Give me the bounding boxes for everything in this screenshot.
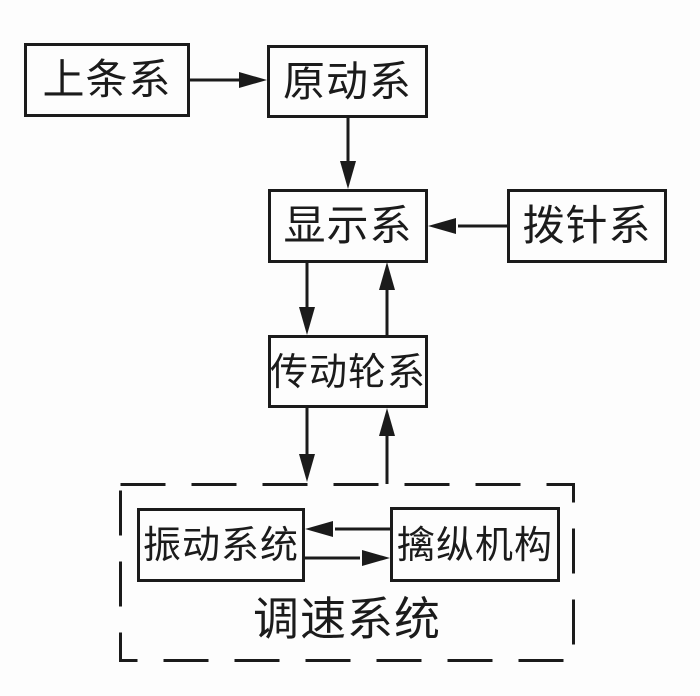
group-speed-regulation-dashed-border <box>119 483 575 662</box>
node-prime-mover-system: 原动系 <box>267 45 428 118</box>
node-hand-setting-system: 拨针系 <box>507 189 667 263</box>
node-display-system-label: 显示系 <box>283 201 413 250</box>
node-winding-system: 上条系 <box>24 43 190 117</box>
arrow-winding-to-prime-mover <box>190 72 267 88</box>
node-transmission-gear-train-label: 传动轮系 <box>270 349 427 394</box>
node-prime-mover-system-label: 原动系 <box>282 56 412 106</box>
arrow-display-to-gear-train <box>299 262 315 335</box>
node-transmission-gear-train: 传动轮系 <box>268 335 428 408</box>
group-label-speed-regulation: 调速系统 <box>253 592 441 646</box>
node-escapement-mechanism-label: 擒纵机构 <box>396 522 553 567</box>
node-hand-setting-system-label: 拨针系 <box>522 201 652 250</box>
node-winding-system-label: 上条系 <box>42 55 172 104</box>
arrow-hand-setting-to-display <box>428 218 507 234</box>
node-vibration-system: 振动系统 <box>137 508 305 582</box>
arrow-speed-regulation-to-gear-train <box>379 408 395 484</box>
arrow-escapement-to-vibration <box>305 521 390 537</box>
arrow-vibration-to-escapement <box>305 550 390 566</box>
arrow-gear-train-to-speed-regulation <box>299 408 315 482</box>
node-escapement-mechanism: 擒纵机构 <box>390 507 560 582</box>
node-vibration-system-label: 振动系统 <box>142 523 299 567</box>
arrow-prime-mover-to-display <box>340 118 356 189</box>
node-display-system: 显示系 <box>268 189 428 263</box>
